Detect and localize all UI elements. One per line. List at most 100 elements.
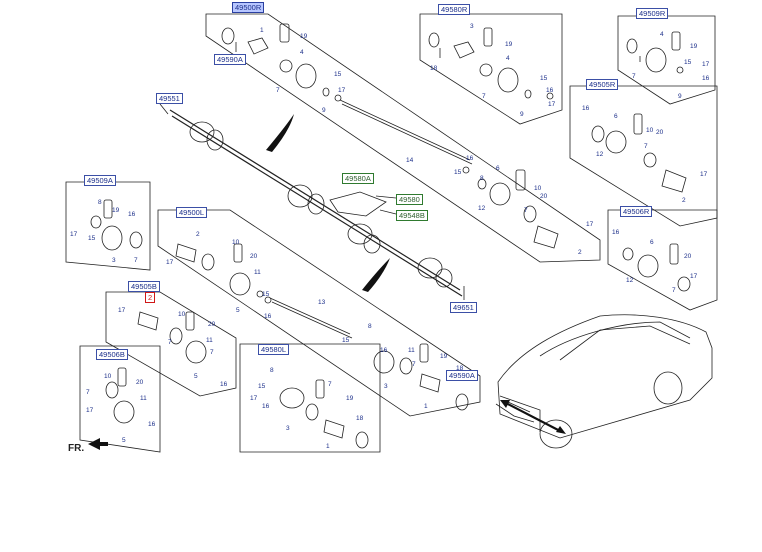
svg-text:11: 11 [254, 269, 261, 276]
svg-text:12: 12 [596, 151, 604, 158]
svg-text:17: 17 [118, 307, 126, 314]
svg-text:11: 11 [408, 347, 415, 354]
svg-text:16: 16 [612, 229, 620, 236]
svg-text:14: 14 [406, 157, 414, 164]
ref-49651[interactable]: 49651 [450, 302, 477, 313]
svg-text:7: 7 [482, 93, 486, 100]
ref-49590A-top[interactable]: 49590A [214, 54, 246, 65]
svg-text:5: 5 [194, 373, 198, 380]
break-mark-upper [266, 114, 294, 152]
panel-49506B [79, 345, 161, 453]
svg-text:1: 1 [260, 27, 264, 34]
svg-text:19: 19 [300, 33, 308, 40]
svg-text:2: 2 [578, 249, 582, 256]
svg-text:13: 13 [318, 299, 326, 306]
ref-2[interactable]: 2 [145, 292, 156, 303]
svg-text:5: 5 [122, 437, 126, 444]
svg-text:17: 17 [548, 101, 556, 108]
svg-text:10: 10 [104, 373, 112, 380]
svg-text:18: 18 [356, 415, 364, 422]
boot-center [287, 184, 325, 215]
svg-text:16: 16 [546, 87, 554, 94]
svg-text:7: 7 [328, 381, 332, 388]
svg-text:7: 7 [168, 339, 172, 346]
svg-text:19: 19 [440, 353, 448, 360]
svg-text:2: 2 [196, 231, 200, 238]
svg-text:4: 4 [300, 49, 304, 56]
svg-text:10: 10 [646, 127, 654, 134]
svg-text:7: 7 [276, 87, 280, 94]
svg-text:15: 15 [684, 59, 692, 66]
svg-text:6: 6 [496, 165, 500, 172]
ref-49551[interactable]: 49551 [156, 93, 183, 104]
panel-49505R [569, 85, 718, 227]
ref-49506B[interactable]: 49506B [96, 349, 128, 360]
svg-text:7: 7 [210, 349, 214, 356]
svg-text:15: 15 [540, 75, 548, 82]
panel-49506R [607, 209, 718, 311]
svg-text:19: 19 [346, 395, 354, 402]
svg-text:20: 20 [250, 253, 258, 260]
svg-text:9: 9 [520, 111, 524, 118]
svg-text:17: 17 [702, 61, 710, 68]
svg-text:19: 19 [505, 41, 513, 48]
ref-49590A-low[interactable]: 49590A [446, 370, 478, 381]
svg-text:16: 16 [220, 381, 228, 388]
svg-text:17: 17 [250, 395, 258, 402]
boot-left-inner [189, 121, 224, 151]
svg-text:6: 6 [650, 239, 654, 246]
ref-49506R[interactable]: 49506R [620, 206, 653, 217]
ref-49500L[interactable]: 49500L [176, 207, 208, 218]
svg-text:15: 15 [342, 337, 350, 344]
ref-49580R[interactable]: 49580R [438, 4, 471, 15]
svg-text:16: 16 [466, 155, 474, 162]
svg-text:8: 8 [98, 199, 102, 206]
svg-text:11: 11 [140, 395, 147, 402]
svg-text:16: 16 [380, 347, 388, 354]
svg-text:3: 3 [286, 425, 290, 432]
svg-text:7: 7 [524, 207, 528, 214]
svg-text:10: 10 [232, 239, 240, 246]
ref-49509R[interactable]: 49509R [636, 8, 669, 19]
svg-text:17: 17 [86, 407, 94, 414]
svg-text:15: 15 [88, 235, 96, 242]
svg-text:15: 15 [262, 291, 270, 298]
svg-text:16: 16 [702, 75, 710, 82]
svg-text:20: 20 [684, 253, 692, 260]
svg-text:20: 20 [136, 379, 144, 386]
ref-49509A[interactable]: 49509A [84, 175, 116, 186]
ref-49580L[interactable]: 49580L [258, 344, 290, 355]
ref-49580[interactable]: 49580 [396, 194, 423, 205]
svg-text:12: 12 [626, 277, 634, 284]
svg-text:20: 20 [208, 321, 216, 328]
svg-text:7: 7 [644, 143, 648, 150]
svg-text:15: 15 [258, 383, 266, 390]
car-outline [495, 314, 713, 449]
break-mark-lower [362, 258, 390, 292]
svg-text:3: 3 [470, 23, 474, 30]
svg-text:16: 16 [262, 403, 270, 410]
panel-49580L [239, 343, 381, 453]
svg-text:20: 20 [540, 193, 548, 200]
front-direction-label: FR. [68, 443, 85, 454]
ref-49505R[interactable]: 49505R [586, 79, 619, 90]
svg-text:20: 20 [656, 129, 664, 136]
svg-text:5: 5 [236, 307, 240, 314]
front-arrow-icon [88, 438, 108, 450]
ref-49548B[interactable]: 49548B [396, 210, 428, 221]
svg-text:4: 4 [660, 31, 664, 38]
svg-text:7: 7 [412, 361, 416, 368]
svg-text:19: 19 [690, 43, 698, 50]
svg-text:8: 8 [368, 323, 372, 330]
ref-49505B[interactable]: 49505B [128, 281, 160, 292]
svg-text:19: 19 [112, 207, 120, 214]
svg-text:6: 6 [614, 113, 618, 120]
svg-text:18: 18 [456, 365, 464, 372]
svg-text:16: 16 [148, 421, 156, 428]
panel-49500R [205, 13, 601, 263]
svg-text:12: 12 [478, 205, 486, 212]
svg-text:10: 10 [534, 185, 542, 192]
ref-49580A[interactable]: 49580A [342, 173, 374, 184]
ref-49500R[interactable]: 49500R [232, 2, 265, 13]
svg-text:18: 18 [430, 65, 438, 72]
